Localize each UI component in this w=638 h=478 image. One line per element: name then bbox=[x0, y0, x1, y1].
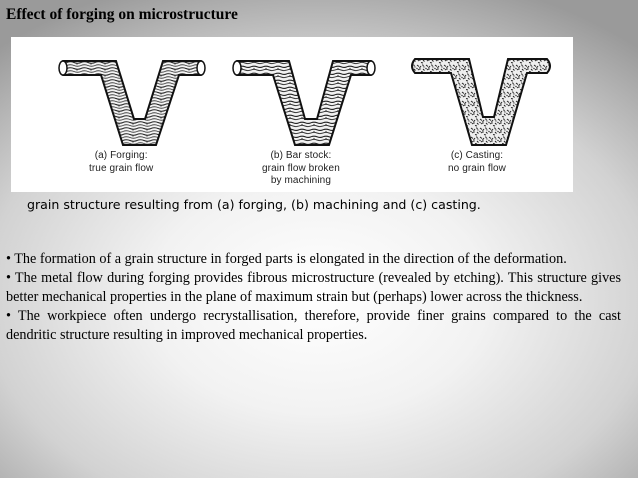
bullet-list: • The formation of a grain structure in … bbox=[6, 250, 621, 345]
panel-b-caption: (b) Bar stock: grain flow broken by mach… bbox=[262, 150, 340, 186]
panel-c-caption: (c) Casting: no grain flow bbox=[448, 150, 506, 174]
bullet-item: • The workpiece often undergo recrystall… bbox=[6, 308, 621, 343]
forging-shape bbox=[58, 60, 206, 146]
figure-caption: grain structure resulting from (a) forgi… bbox=[27, 197, 481, 212]
slide-title: Effect of forging on microstructure bbox=[6, 6, 238, 23]
panel-a-caption: (a) Forging: true grain flow bbox=[89, 150, 154, 174]
grain-flow-figure: (a) Forging: true grain flow (b) Bar sto… bbox=[11, 37, 573, 192]
bullet-item: • The formation of a grain structure in … bbox=[6, 251, 567, 267]
bullet-item: • The metal flow during forging provides… bbox=[6, 270, 621, 305]
casting-shape bbox=[411, 58, 551, 146]
grain-flow-diagram bbox=[58, 58, 551, 146]
bar-stock-shape bbox=[232, 60, 376, 146]
